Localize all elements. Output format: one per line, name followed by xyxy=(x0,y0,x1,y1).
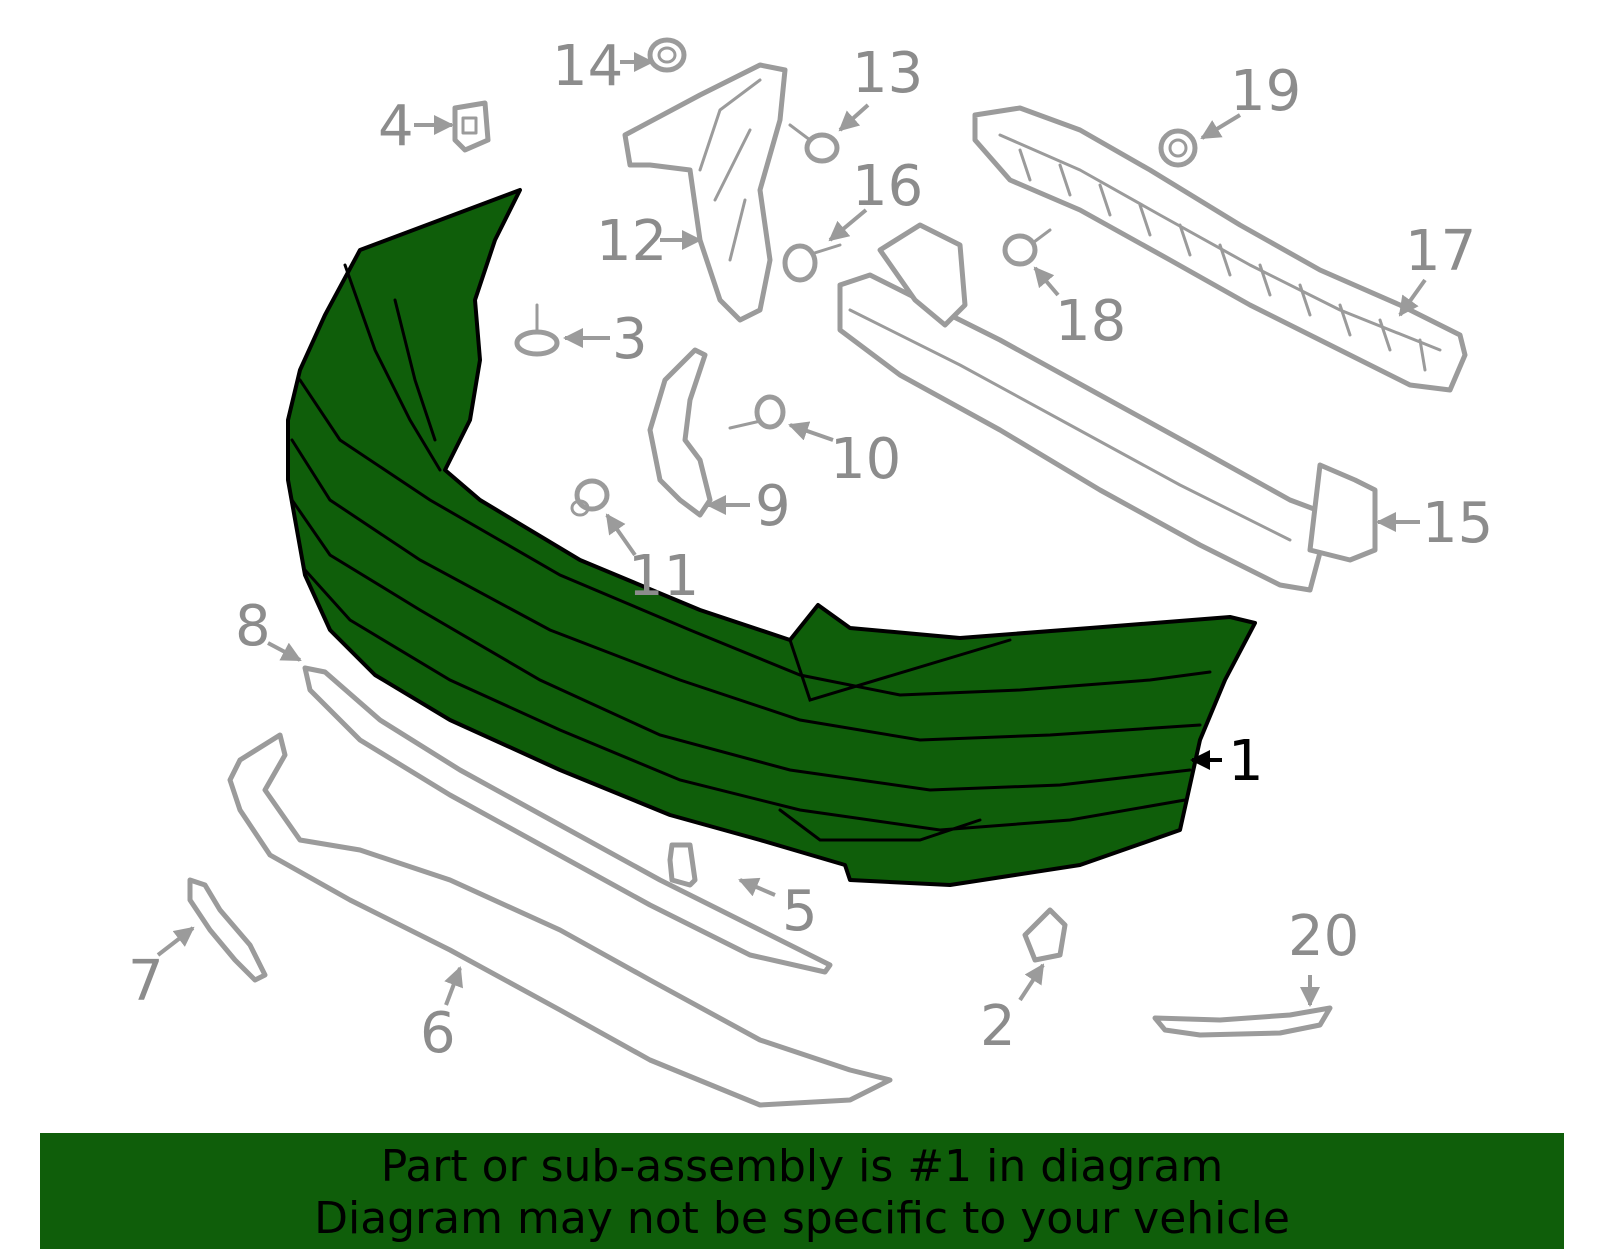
part-18-bolt xyxy=(1002,228,1052,267)
callout-3: 3 xyxy=(612,307,648,372)
callout-17: 17 xyxy=(1405,219,1476,284)
part-20-reflector xyxy=(1152,1005,1333,1038)
part-1-bumper-cover xyxy=(286,188,1257,887)
part-5-cover xyxy=(667,842,698,888)
callout-18: 18 xyxy=(1055,289,1126,354)
part-14-nut xyxy=(647,37,687,73)
callout-2: 2 xyxy=(980,994,1016,1059)
banner-line-1: Part or sub-assembly is #1 in diagram xyxy=(380,1141,1224,1192)
callout-12: 12 xyxy=(596,209,667,274)
callout-9: 9 xyxy=(755,474,791,539)
callout-13: 13 xyxy=(852,41,923,106)
part-6-valance xyxy=(227,732,893,1108)
callout-1: 1 xyxy=(1228,729,1264,794)
callout-19: 19 xyxy=(1230,59,1301,124)
part-9-bracket xyxy=(647,347,713,518)
info-banner: Part or sub-assembly is #1 in diagram Di… xyxy=(40,1133,1564,1249)
callout-8: 8 xyxy=(235,594,271,659)
part-4-clip xyxy=(452,100,491,153)
callout-14: 14 xyxy=(552,34,623,99)
callout-5: 5 xyxy=(782,879,818,944)
callout-11: 11 xyxy=(628,544,699,609)
leader-lines xyxy=(156,52,1427,1007)
part-17-absorber xyxy=(972,105,1468,393)
part-7-trim xyxy=(187,877,268,983)
part-8-strip xyxy=(302,665,833,975)
callout-7: 7 xyxy=(128,949,164,1014)
part-19-nut xyxy=(1158,128,1198,168)
callout-16: 16 xyxy=(852,154,923,219)
callout-20: 20 xyxy=(1288,904,1359,969)
callout-6: 6 xyxy=(420,1001,456,1066)
bumper-body xyxy=(286,188,1257,887)
part-16-bolt xyxy=(782,243,842,283)
callout-10: 10 xyxy=(830,427,901,492)
banner-line-2: Diagram may not be specific to your vehi… xyxy=(314,1193,1290,1244)
callout-labels: 1 2 3 4 5 6 7 8 9 10 11 12 13 14 15 16 1… xyxy=(128,34,1493,1066)
part-13-bolt xyxy=(788,123,840,164)
part-2-clip xyxy=(1022,907,1068,963)
part-12-bracket xyxy=(622,62,788,323)
callout-15: 15 xyxy=(1422,491,1493,556)
part-11-clip xyxy=(570,478,610,517)
part-10-bolt xyxy=(728,394,786,430)
part-3-bolt xyxy=(514,303,560,357)
part-15-reinforcement xyxy=(837,222,1378,593)
callout-4: 4 xyxy=(378,94,414,159)
